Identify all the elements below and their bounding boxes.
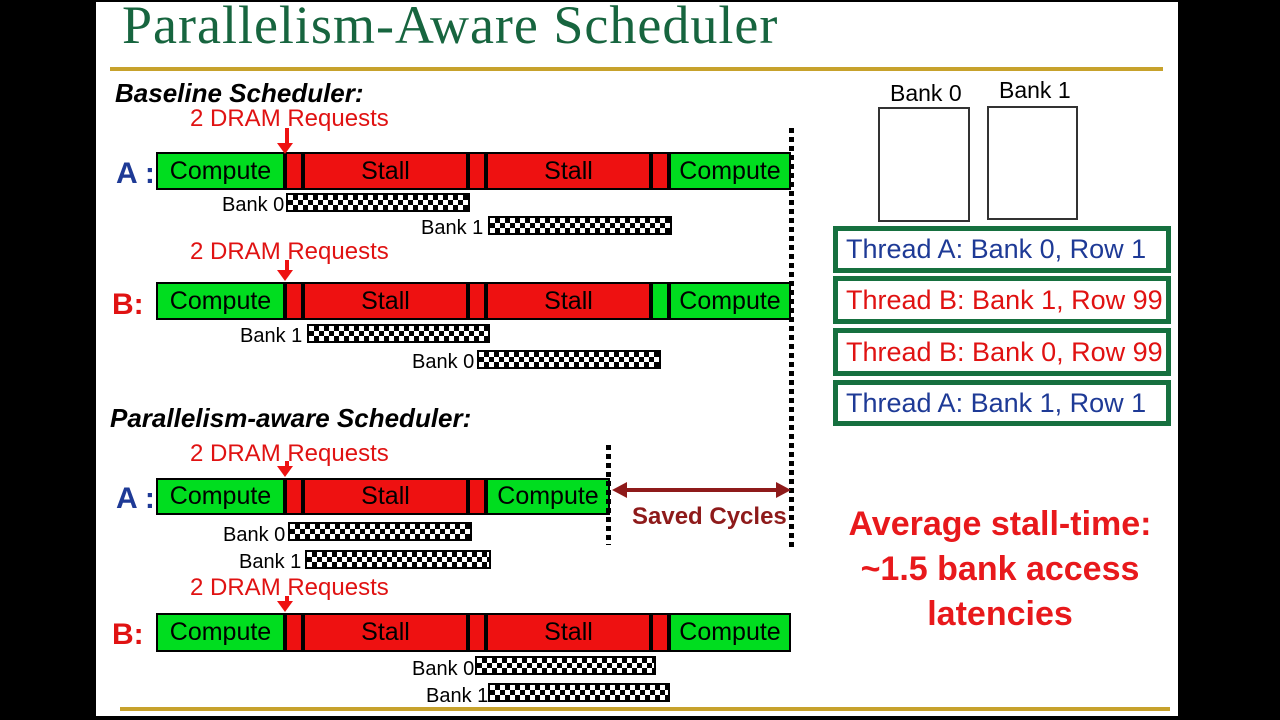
timeline-segment-compute: Compute [669,282,791,320]
dram-requests-label: 2 DRAM Requests [190,238,389,265]
bank-access-label: Bank 1 [239,551,302,573]
bank-access-checker-bar [488,683,670,702]
dram-request-arrow [285,461,289,468]
average-stall-line3: latencies [927,595,1073,633]
timeline-segment-compute: Compute [156,282,285,320]
timeline-segment-compute: Compute [669,152,791,190]
bank-access-label: Bank 0 [412,658,475,680]
dram-request-arrow-head [277,466,293,477]
thread-row-label: A : [116,482,155,515]
saved-cycles-arrow-left-head [612,482,627,498]
bank-access-label: Bank 0 [412,351,475,373]
baseline-scheduler-heading: Baseline Scheduler: [115,78,364,108]
timeline-segment-stall: Stall [486,282,651,320]
timeline-segment-stall: Stall [303,282,468,320]
request-thread-b-bank1: Thread B: Bank 1, Row 99 [833,276,1171,324]
timeline-segment-compute: Compute [156,613,285,652]
completion-dotted-line [789,128,794,548]
bank-access-checker-bar [488,216,672,235]
bank-access-checker-bar [477,350,661,369]
completion-dotted-line [606,445,611,545]
title-underline [110,67,1163,71]
bank-access-checker-bar [305,550,491,569]
bank-access-label: Bank 1 [421,217,484,239]
timeline-segment-stall [468,613,486,652]
request-thread-b-bank0: Thread B: Bank 0, Row 99 [833,328,1171,376]
dram-requests-label: 2 DRAM Requests [190,105,389,132]
dram-request-arrow-head [277,143,293,154]
timeline-segment-stall [285,152,303,190]
thread-row-label: B: [112,618,144,651]
bank-access-label: Bank 1 [240,325,303,347]
thread-row-label: B: [112,288,144,321]
request-label: Thread B: Bank 1, Row 99 [846,284,1163,315]
saved-cycles-arrow-right-head [776,482,791,498]
timeline-segment-stall [468,478,486,515]
saved-cycles-arrow-line [622,488,781,492]
timeline-segment-compute [651,282,669,320]
dram-requests-label: 2 DRAM Requests [190,440,389,467]
request-label: Thread B: Bank 0, Row 99 [846,336,1163,367]
bank-access-label: Bank 0 [223,524,286,546]
request-label: Thread A: Bank 0, Row 1 [846,234,1147,264]
letterbox-top [0,0,1280,2]
bank1-box [987,106,1078,220]
bank-access-checker-bar [307,324,490,343]
timeline-segment-stall [285,282,303,320]
dram-request-arrow-head [277,601,293,612]
timeline-segment-stall [468,152,486,190]
timeline-segment-stall [285,613,303,652]
timeline-segment-stall [651,613,669,652]
bank-access-checker-bar [288,522,472,541]
timeline-segment-stall [468,282,486,320]
bank0-box [878,107,970,222]
dram-request-arrow [285,596,289,603]
request-thread-a-bank0: Thread A: Bank 0, Row 1 [833,226,1171,273]
timeline-segment-stall: Stall [486,152,651,190]
bank1-label: Bank 1 [999,77,1071,103]
timeline-segment-compute: Compute [156,152,285,190]
bank-access-label: Bank 1 [426,685,489,707]
timeline-segment-stall: Stall [303,478,468,515]
timeline-segment-compute: Compute [156,478,285,515]
timeline-segment-stall [651,152,669,190]
request-label: Thread A: Bank 1, Row 1 [846,387,1147,418]
bank0-label: Bank 0 [890,80,962,106]
timeline-segment-stall: Stall [486,613,651,652]
timeline-segment-stall: Stall [303,613,468,652]
letterbox-bottom [0,716,1280,720]
bank-access-checker-bar [286,193,470,212]
bank-access-checker-bar [475,656,656,675]
dram-requests-label: 2 DRAM Requests [190,574,389,601]
page-title: Parallelism-Aware Scheduler [122,0,779,55]
saved-cycles-label: Saved Cycles [632,503,787,530]
thread-row-label: A : [116,157,155,190]
parallelism-aware-heading: Parallelism-aware Scheduler: [110,403,472,433]
bank-access-label: Bank 0 [222,194,285,216]
average-stall-note: Average stall-time: ~1.5 bank access lat… [822,502,1178,637]
timeline-segment-compute: Compute [486,478,610,515]
footer-rule [120,707,1170,711]
average-stall-line1: Average stall-time: [848,505,1152,543]
timeline-segment-compute: Compute [669,613,791,652]
timeline-segment-stall [285,478,303,515]
timeline-segment-stall: Stall [303,152,468,190]
dram-request-arrow-head [277,270,293,281]
request-thread-a-bank1: Thread A: Bank 1, Row 1 [833,380,1171,426]
dram-request-arrow [285,260,289,272]
average-stall-line2: ~1.5 bank access [860,550,1140,588]
dram-request-arrow [285,128,289,145]
